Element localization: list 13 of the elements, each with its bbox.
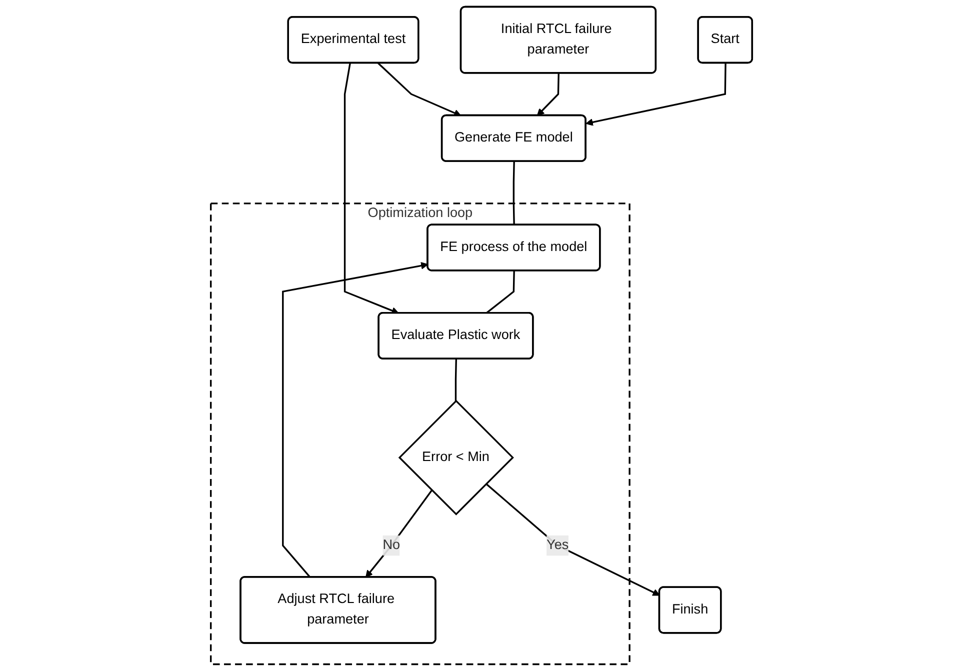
- connector: [454, 358, 458, 401]
- edge-label: No: [382, 538, 400, 552]
- arrow: [378, 62, 462, 116]
- arrow: [536, 73, 560, 116]
- node-diamond: Error < Min: [398, 400, 514, 516]
- arrow: [282, 262, 428, 578]
- arrow: [344, 63, 399, 314]
- arrow: [586, 63, 726, 126]
- edge-label: Yes: [546, 538, 569, 552]
- arrow: [486, 483, 660, 596]
- connector: [486, 270, 515, 314]
- connector: [512, 161, 515, 226]
- arrow: [365, 490, 432, 578]
